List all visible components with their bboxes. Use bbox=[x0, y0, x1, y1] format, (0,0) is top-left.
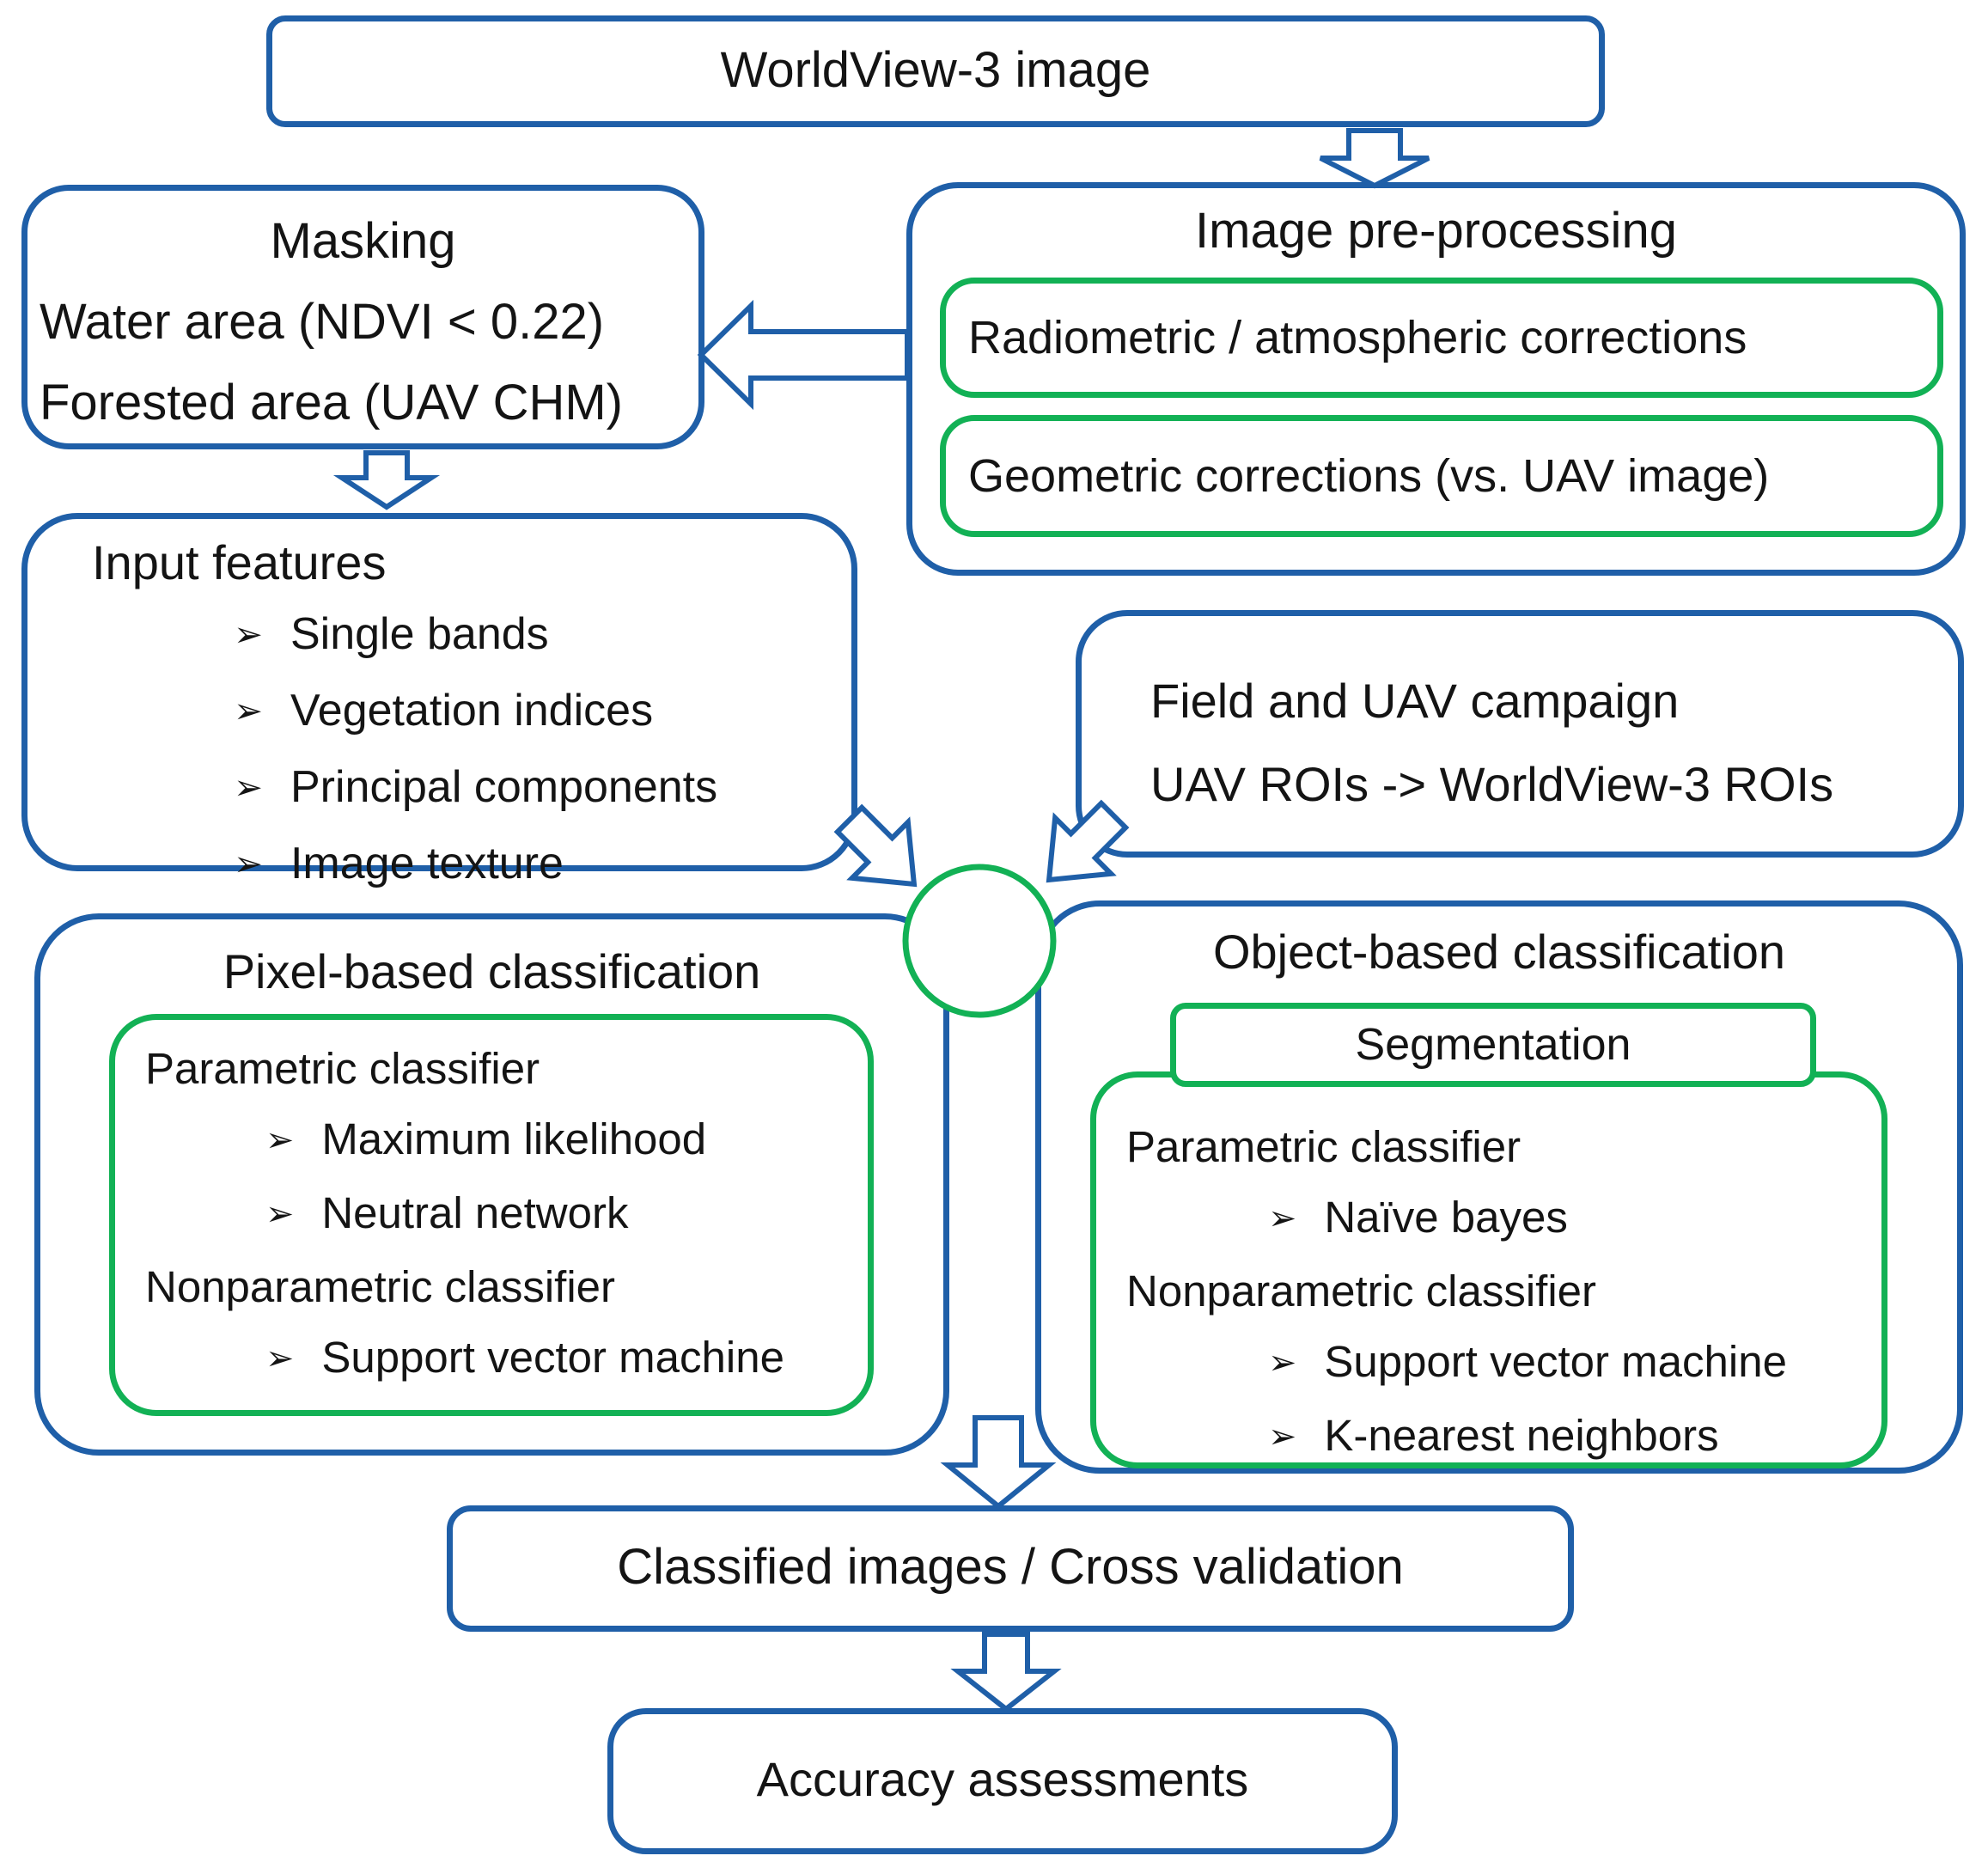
arrowhead-bullet-icon: ➢ bbox=[1268, 1344, 1297, 1382]
input-feature-item: ➢ Single bands bbox=[234, 597, 851, 674]
worldview-image-label: WorldView-3 image bbox=[720, 42, 1151, 98]
masking-title: Masking bbox=[270, 213, 456, 269]
node-accuracy-assessments: Accuracy assessments bbox=[607, 1708, 1398, 1854]
input-feature-label: Image texture bbox=[290, 839, 564, 888]
node-field-uav-campaign: Field and UAV campaign UAV ROIs -> World… bbox=[1076, 610, 1964, 858]
step-geometric-corrections: Geometric corrections (vs. UAV image) bbox=[940, 415, 1943, 537]
arrow-worldview-to-preprocessing-icon bbox=[1319, 128, 1430, 189]
arrowhead-bullet-icon: ➢ bbox=[265, 1340, 295, 1377]
node-pixel-based-classification: Pixel-based classification Parametric cl… bbox=[34, 913, 949, 1456]
uav-rois-line: UAV ROIs -> WorldView-3 ROIs bbox=[1150, 757, 1834, 811]
input-feature-item: ➢ Vegetation indices bbox=[234, 674, 851, 750]
masking-forested-area-line: Forested area (UAV CHM) bbox=[40, 375, 623, 430]
parametric-classifier-header: Parametric classifier bbox=[1126, 1122, 1521, 1171]
arrowhead-bullet-icon: ➢ bbox=[234, 767, 263, 807]
classifier-item: ➢ K-nearest neighbors bbox=[1096, 1401, 1881, 1474]
classifier-item: ➢ Naïve bayes bbox=[1096, 1182, 1881, 1256]
input-feature-item: ➢ Image texture bbox=[234, 827, 851, 903]
parametric-classifier-header: Parametric classifier bbox=[145, 1044, 540, 1093]
classifier-label: Neutral network bbox=[321, 1188, 629, 1237]
classifier-label: Naïve bayes bbox=[1324, 1193, 1568, 1242]
classifier-label: Maximum likelihood bbox=[321, 1114, 707, 1163]
node-object-based-classification: Object-based classification Parametric c… bbox=[1035, 900, 1963, 1474]
pixel-classifiers-panel: Parametric classifier ➢ Maximum likelihoo… bbox=[109, 1014, 874, 1416]
classified-images-label: Classified images / Cross validation bbox=[617, 1539, 1404, 1595]
pixel-based-title: Pixel-based classification bbox=[223, 944, 761, 998]
input-feature-label: Vegetation indices bbox=[290, 686, 654, 736]
object-classifiers-panel: Parametric classifier ➢ Naïve bayes Nonpa… bbox=[1090, 1071, 1887, 1468]
nonparametric-classifier-header: Nonparametric classifier bbox=[1126, 1267, 1597, 1316]
input-features-title: Input features bbox=[92, 535, 387, 589]
arrowhead-bullet-icon: ➢ bbox=[234, 844, 263, 883]
classifier-label: Support vector machine bbox=[321, 1333, 784, 1382]
arrow-classification-to-classified-icon bbox=[940, 1415, 1057, 1510]
masking-water-area-line: Water area (NDVI < 0.22) bbox=[40, 294, 605, 350]
input-feature-item: ➢ Principal components bbox=[234, 750, 851, 827]
radiometric-corrections-label: Radiometric / atmospheric corrections bbox=[968, 312, 1747, 363]
field-campaign-line: Field and UAV campaign bbox=[1150, 674, 1680, 728]
arrowhead-bullet-icon: ➢ bbox=[234, 614, 263, 654]
arrow-preprocessing-to-masking-icon bbox=[697, 299, 910, 411]
geometric-corrections-label: Geometric corrections (vs. UAV image) bbox=[968, 450, 1770, 502]
segmentation-label: Segmentation bbox=[1355, 1020, 1631, 1070]
node-worldview-image: WorldView-3 image bbox=[266, 15, 1605, 127]
arrowhead-bullet-icon: ➢ bbox=[265, 1195, 295, 1233]
arrow-masking-to-input-features-icon bbox=[332, 450, 441, 510]
classifier-label: Support vector machine bbox=[1324, 1337, 1787, 1386]
arrowhead-bullet-icon: ➢ bbox=[1268, 1200, 1297, 1237]
arrowhead-bullet-icon: ➢ bbox=[234, 691, 263, 730]
arrow-classified-to-accuracy-icon bbox=[950, 1632, 1062, 1712]
classifier-item: ➢ Neutral network bbox=[115, 1178, 868, 1252]
object-based-title: Object-based classification bbox=[1212, 925, 1786, 979]
arrowhead-bullet-icon: ➢ bbox=[265, 1121, 295, 1159]
classifier-item: ➢ Support vector machine bbox=[115, 1322, 868, 1396]
node-input-features: Input features ➢ Single bands ➢ Vegetation… bbox=[21, 513, 857, 888]
segmentation-box: Segmentation bbox=[1170, 1003, 1816, 1087]
arrowhead-bullet-icon: ➢ bbox=[1268, 1418, 1297, 1456]
classifier-item: ➢ Maximum likelihood bbox=[115, 1104, 868, 1178]
accuracy-assessments-label: Accuracy assessments bbox=[756, 1752, 1249, 1806]
node-classified-images: Classified images / Cross validation bbox=[447, 1505, 1574, 1632]
input-feature-label: Single bands bbox=[290, 609, 549, 659]
node-masking: Masking Water area (NDVI < 0.22) Foreste… bbox=[21, 185, 704, 449]
classifier-item: ➢ Support vector machine bbox=[1096, 1327, 1881, 1401]
classifier-label: K-nearest neighbors bbox=[1324, 1411, 1719, 1460]
node-image-preprocessing: Image pre-processing Radiometric / atmos… bbox=[906, 182, 1966, 576]
input-feature-label: Principal components bbox=[290, 762, 718, 812]
step-radiometric-corrections: Radiometric / atmospheric corrections bbox=[940, 278, 1943, 398]
nonparametric-classifier-header: Nonparametric classifier bbox=[145, 1262, 616, 1311]
preprocessing-title: Image pre-processing bbox=[1195, 203, 1677, 259]
